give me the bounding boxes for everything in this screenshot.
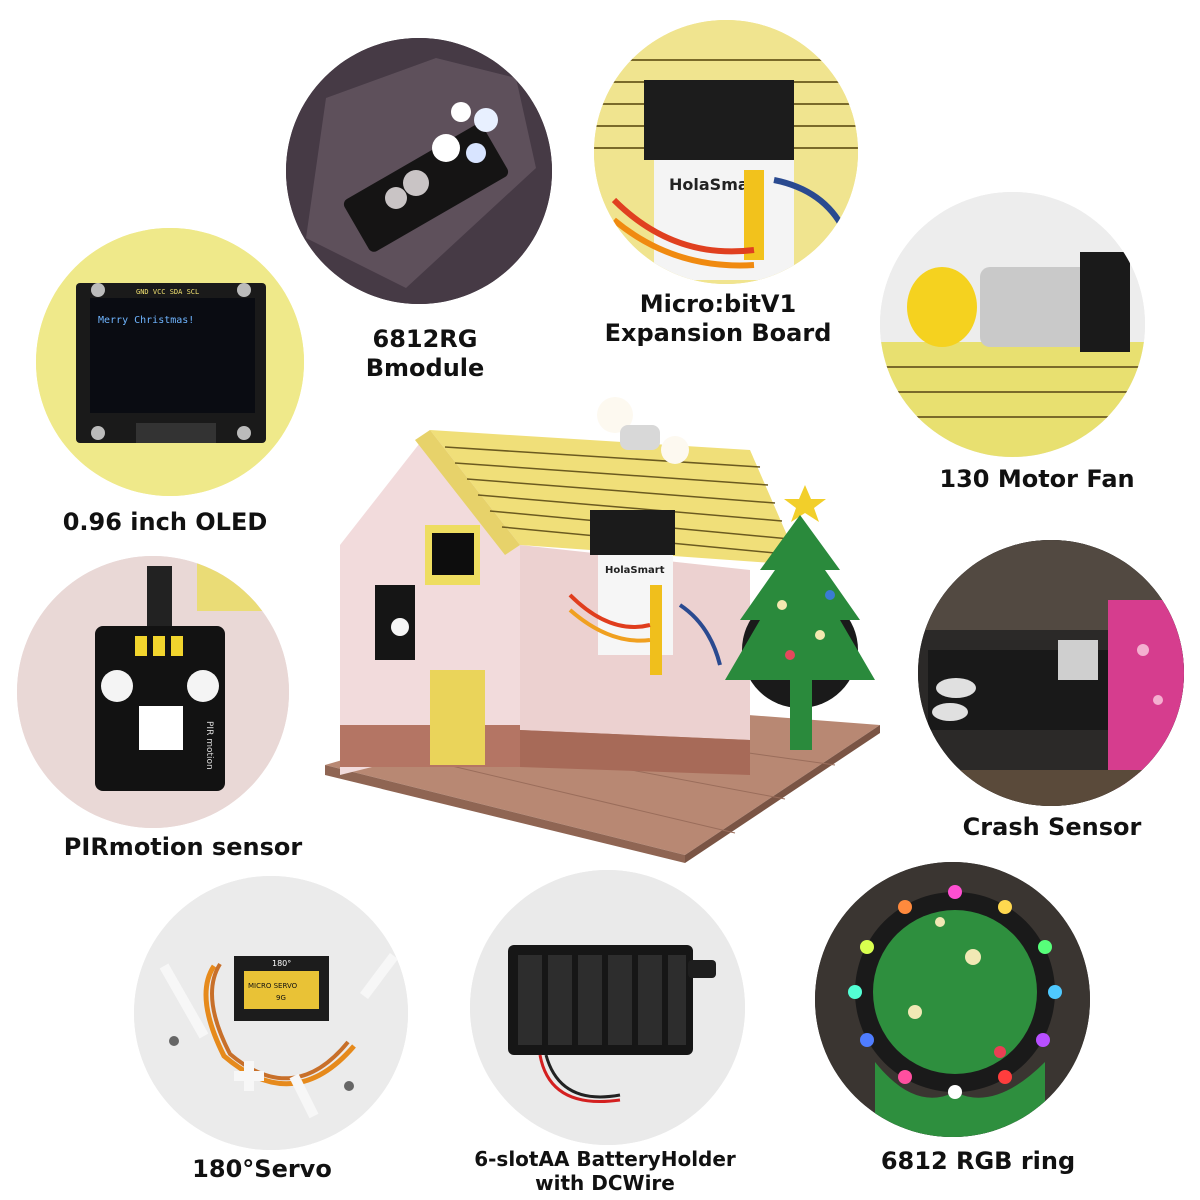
battery-holder-photo	[470, 870, 745, 1145]
motor-fan-photo	[880, 192, 1145, 457]
expansion-board-photo: HolaSmart	[594, 20, 858, 284]
crash-sensor-photo	[918, 540, 1184, 806]
expansion-board-label-line1: Micro:bitV1	[639, 290, 797, 318]
servo-text-3: 9G	[276, 994, 286, 1002]
oled-pin-text: GND VCC SDA SCL	[136, 288, 199, 296]
rgb-module-label-line2: Bmodule	[365, 353, 485, 382]
rgb-ring-label: 6812 RGB ring	[880, 1147, 1076, 1175]
crash-sensor-label: Crash Sensor	[962, 813, 1142, 841]
servo-text-1: 180°	[272, 959, 291, 968]
expansion-board-label-line2: Expansion Board	[604, 318, 832, 347]
pir-label: PIRmotion sensor	[63, 833, 303, 861]
oled-label: 0.96 inch OLED	[62, 508, 268, 536]
battery-holder-label-line1: 6-slotAA BatteryHolder	[474, 1147, 736, 1171]
rgb-module-photo	[286, 38, 552, 304]
servo-text-2: MICRO SERVO	[248, 982, 298, 990]
smart-house-kit: HolaSmart	[320, 395, 900, 865]
servo-label: 180°Servo	[192, 1155, 332, 1183]
battery-holder-label: 6-slotAA BatteryHolder with DCWire	[474, 1147, 736, 1195]
oled-screen-text: Merry Christmas!	[98, 315, 194, 326]
battery-holder-label-line2: with DCWire	[535, 1171, 675, 1195]
rgb-module-label: 6812RG Bmodule	[366, 325, 485, 383]
motor-fan-label: 130 Motor Fan	[939, 465, 1135, 493]
rgb-module-label-line1: 6812RG	[372, 325, 478, 353]
rgb-ring-photo	[815, 862, 1090, 1137]
servo-photo: 180° MICRO SERVO 9G	[134, 876, 408, 1150]
pir-module-text: PIR motion	[204, 721, 214, 770]
expansion-board-label: Micro:bitV1 Expansion Board	[605, 290, 832, 348]
oled-photo: Merry Christmas! GND VCC SDA SCL	[36, 228, 304, 496]
hero-brand-text: HolaSmart	[605, 565, 665, 576]
pir-photo: PIR motion	[17, 556, 289, 828]
svg-text:HolaSmart: HolaSmart	[669, 175, 765, 194]
